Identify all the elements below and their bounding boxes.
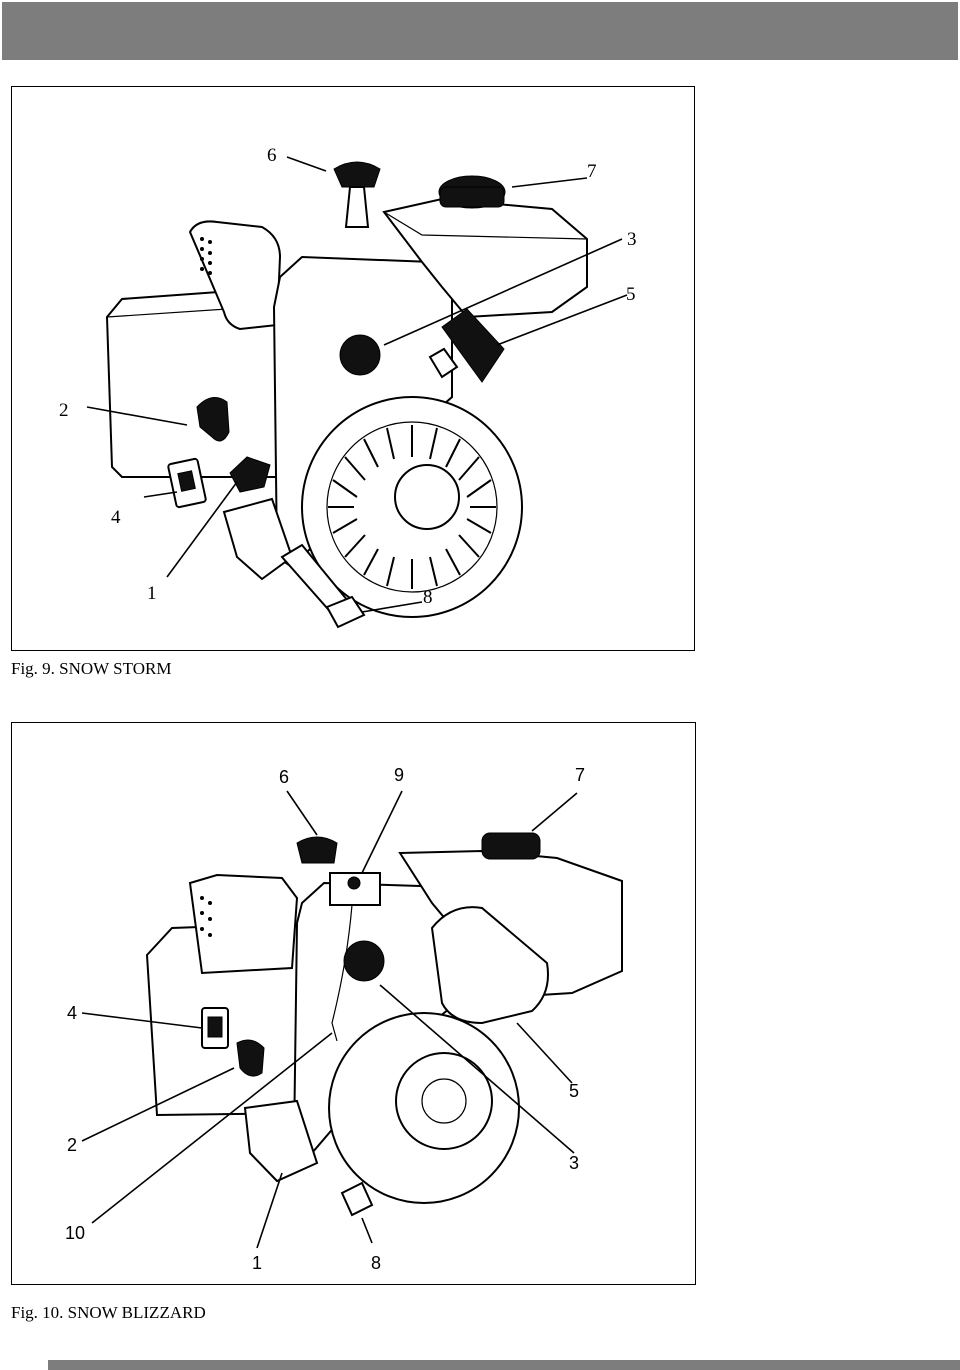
callout-3: 3 (627, 229, 637, 250)
muffler (188, 873, 299, 975)
callout-2: 2 (59, 400, 69, 421)
footer-bar (48, 1360, 960, 1370)
crankshaft (340, 1181, 374, 1217)
callout-6: 6 (267, 145, 277, 166)
starter-cup (395, 1052, 493, 1150)
oil-fill-cap (333, 161, 381, 188)
callout-9: 9 (394, 765, 404, 785)
mount-bracket (243, 1099, 319, 1183)
engine-illustration-snow-storm: 6 7 3 5 2 4 1 8 (59, 145, 637, 629)
figure-caption-snow-blizzard: Fig. 10. SNOW BLIZZARD (11, 1303, 206, 1322)
oil-fill-cap (296, 836, 338, 864)
callout-4: 4 (67, 1003, 77, 1023)
callout-1: 1 (252, 1253, 262, 1273)
muffler (188, 220, 282, 331)
callout-3: 3 (569, 1153, 579, 1173)
starter-handle (441, 308, 505, 383)
callout-7: 7 (575, 765, 585, 785)
primer-button (343, 940, 385, 982)
recoil-fins (328, 425, 496, 589)
muffler-vents (200, 896, 212, 937)
starter-cup (394, 464, 460, 530)
choke-knob (196, 397, 230, 442)
callout-1: 1 (147, 583, 157, 604)
callout-5: 5 (569, 1081, 579, 1101)
engine-illustration-snow-blizzard: 6 9 7 4 5 2 3 10 1 8 (65, 765, 623, 1273)
callout-6: 6 (279, 767, 289, 787)
figure-snow-storm: 6 7 3 5 2 4 1 8 (11, 86, 695, 651)
mount-bracket (222, 497, 294, 581)
figure-snow-blizzard: 6 9 7 4 5 2 3 10 1 8 (11, 722, 696, 1285)
figure-caption-snow-storm: Fig. 9. SNOW STORM (11, 659, 172, 678)
primer-button (339, 334, 381, 376)
callout-8: 8 (423, 587, 433, 608)
choke-knob (236, 1039, 265, 1077)
header-bar (2, 2, 958, 60)
throttle-lever (229, 456, 271, 493)
callout-2: 2 (67, 1135, 77, 1155)
callout-4: 4 (111, 507, 121, 528)
fuel-cap (481, 832, 541, 860)
callout-8: 8 (371, 1253, 381, 1273)
leader-lines (86, 156, 628, 613)
leader-lines (81, 790, 578, 1249)
callout-5: 5 (626, 284, 636, 305)
callout-7: 7 (587, 161, 597, 182)
starter-handle (430, 906, 549, 1025)
callout-10: 10 (65, 1223, 85, 1243)
muffler-vents (200, 237, 212, 275)
